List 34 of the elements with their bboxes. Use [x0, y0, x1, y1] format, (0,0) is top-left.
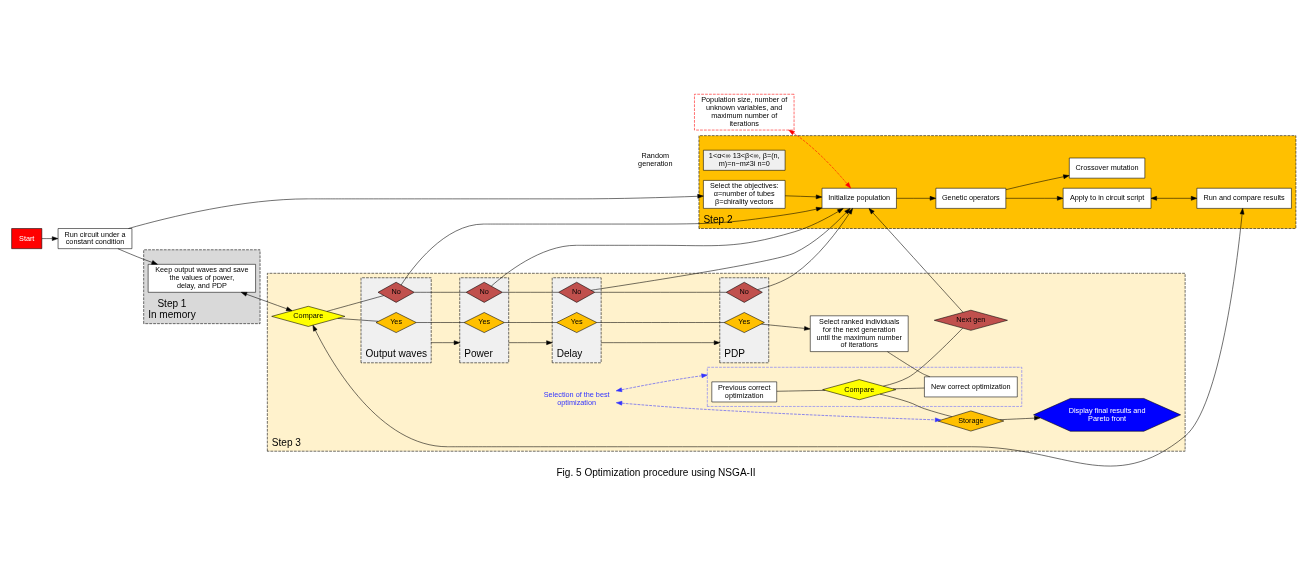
arrow: [1005, 174, 1070, 190]
arrow: [784, 194, 823, 199]
connector: [337, 317, 379, 322]
cluster: [707, 366, 1023, 407]
arrow: [430, 339, 461, 345]
arrow: [41, 235, 59, 241]
connector: [594, 291, 727, 293]
arrow: [896, 195, 936, 201]
arrow: [757, 207, 853, 290]
arrow: [1150, 195, 1198, 201]
arrow: [312, 207, 1245, 466]
arrow: [616, 400, 942, 422]
connector: [892, 387, 925, 389]
connector: [414, 291, 467, 293]
arrow: [1005, 195, 1064, 201]
arrow: [117, 247, 158, 265]
connector: [776, 389, 826, 392]
connector: [504, 321, 557, 323]
arrow: [615, 373, 708, 392]
connector: [415, 321, 465, 323]
arrow: [761, 323, 811, 331]
caption: Fig. 5 Optimization procedure using NSGA-II: [556, 466, 756, 478]
arrow: [788, 129, 851, 188]
arrow: [600, 339, 721, 345]
connector: [596, 321, 725, 323]
arrow: [868, 207, 964, 313]
arrow: [240, 291, 293, 311]
arrow: [400, 206, 823, 285]
arrow: [128, 193, 704, 229]
connector: [326, 294, 384, 312]
arrow: [590, 207, 851, 290]
arrow: [508, 339, 553, 345]
arrow: [491, 207, 844, 286]
arrow: [999, 415, 1041, 420]
